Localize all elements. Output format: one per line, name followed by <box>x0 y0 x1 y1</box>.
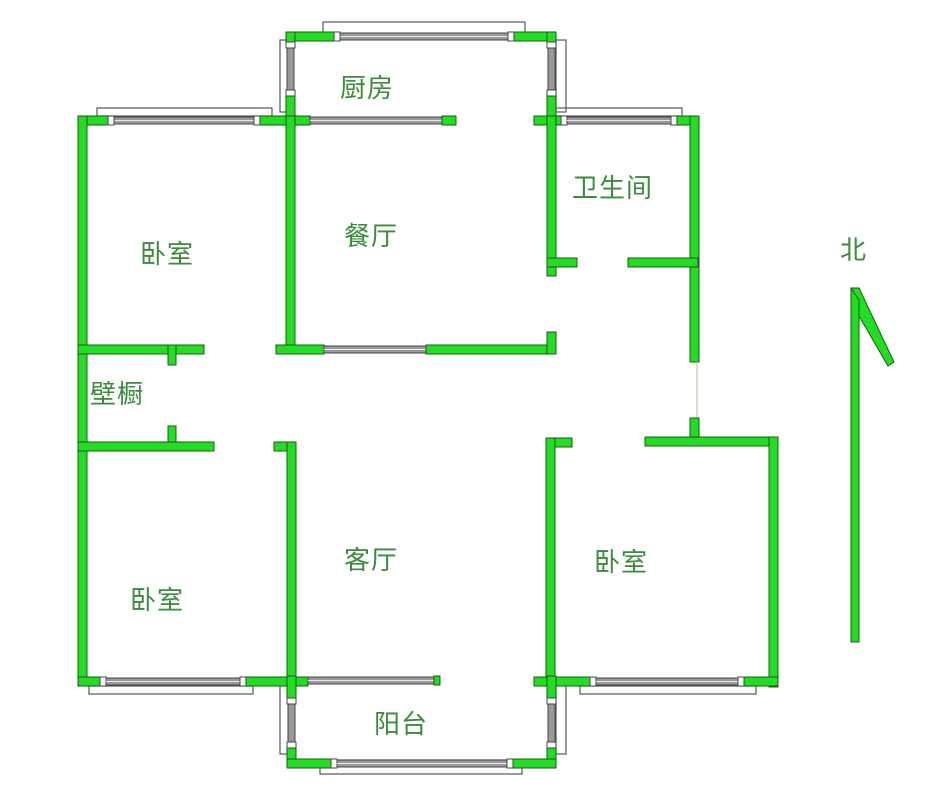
bedroom-nw-walls <box>77 107 296 687</box>
room-label-living: 客厅 <box>344 546 399 576</box>
room-label-balcony: 阳台 <box>374 710 429 740</box>
room-label-bathroom: 卫生间 <box>572 174 654 204</box>
north-arrow-icon <box>850 287 895 643</box>
kitchen-bay-walls <box>279 21 567 127</box>
bedroom-se-walls <box>533 417 779 695</box>
kitchen-dining-wall <box>273 115 559 126</box>
closet-walls <box>77 344 215 452</box>
room-label-bedroom-se: 卧室 <box>594 548 649 578</box>
bedroom-sw-walls <box>77 676 309 695</box>
room-label-kitchen: 厨房 <box>340 74 395 104</box>
balcony-bay-walls <box>279 675 567 775</box>
living-walls <box>273 437 573 687</box>
room-label-closet: 壁橱 <box>90 380 145 410</box>
dining-south-wall <box>275 331 557 355</box>
room-label-bedroom-nw: 卧室 <box>140 240 195 270</box>
compass-label-north: 北 <box>840 236 868 266</box>
living-balcony-wall <box>307 675 441 686</box>
room-label-dining: 餐厅 <box>344 222 399 252</box>
room-label-bedroom-sw: 卧室 <box>130 586 185 616</box>
bathroom-walls <box>546 107 700 418</box>
